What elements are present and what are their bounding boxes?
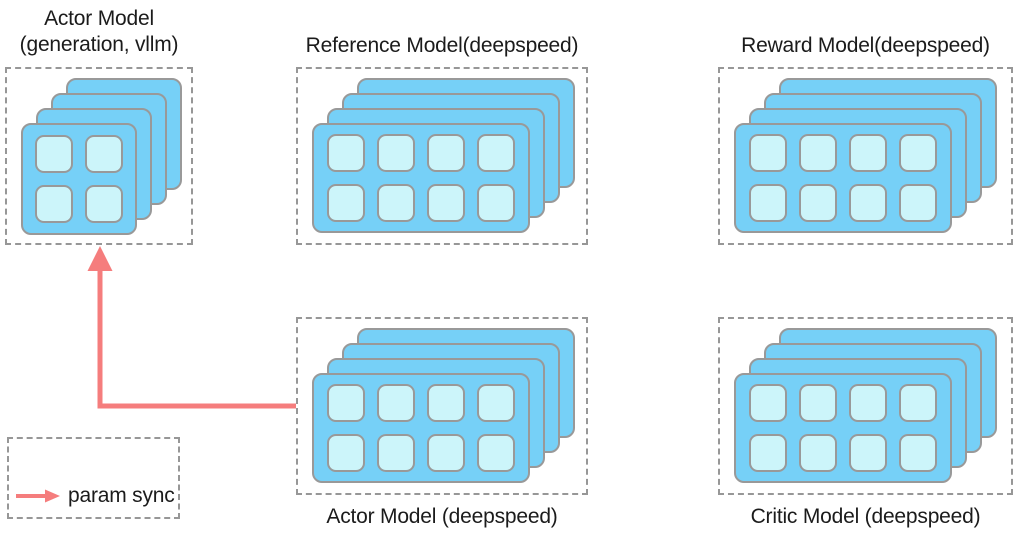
param-sync-arrow-icon — [16, 489, 60, 503]
gpu-chip — [427, 434, 465, 472]
gpu-card — [312, 123, 530, 233]
gpu-chip — [749, 134, 787, 172]
gpu-chip — [477, 134, 515, 172]
param-sync-arrowhead — [87, 246, 113, 271]
model-title-critic: Critic Model (deepspeed) — [750, 505, 981, 528]
gpu-chip — [85, 135, 123, 173]
gpu-cluster-box-actor-deepspeed — [296, 317, 588, 495]
model-title-reference: Reference Model(deepspeed) — [305, 34, 579, 57]
gpu-chip — [849, 134, 887, 172]
gpu-card — [312, 373, 530, 483]
gpu-chip — [749, 184, 787, 222]
gpu-chip — [377, 134, 415, 172]
gpu-cluster-box-reference — [296, 67, 588, 245]
gpu-chip — [749, 434, 787, 472]
param-sync-arrow-line — [97, 268, 296, 409]
gpu-chip — [899, 434, 937, 472]
gpu-chip — [849, 384, 887, 422]
gpu-chip — [427, 134, 465, 172]
gpu-chip — [427, 184, 465, 222]
gpu-card-stack-reference — [296, 67, 588, 245]
gpu-chip — [749, 384, 787, 422]
gpu-chip — [849, 434, 887, 472]
gpu-grid — [736, 125, 950, 231]
gpu-chip — [799, 384, 837, 422]
gpu-card-stack-reward — [718, 67, 1013, 245]
model-title-reward: Reward Model(deepspeed) — [741, 34, 990, 57]
gpu-grid — [736, 375, 950, 481]
gpu-grid — [314, 375, 528, 481]
gpu-card-stack-actor-generation — [5, 67, 193, 245]
gpu-grid — [23, 125, 135, 233]
gpu-chip — [327, 184, 365, 222]
gpu-chip — [899, 384, 937, 422]
gpu-chip — [477, 184, 515, 222]
gpu-card-stack-actor-deepspeed — [296, 317, 588, 495]
gpu-cluster-box-critic — [718, 317, 1013, 495]
gpu-chip — [377, 434, 415, 472]
gpu-cluster-box-actor-generation — [5, 67, 193, 245]
gpu-chip — [799, 184, 837, 222]
model-title-actor-deepspeed: Actor Model (deepspeed) — [326, 505, 558, 528]
gpu-chip — [427, 384, 465, 422]
gpu-chip — [327, 434, 365, 472]
gpu-chip — [849, 184, 887, 222]
gpu-chip — [899, 134, 937, 172]
gpu-chip — [35, 185, 73, 223]
gpu-card — [21, 123, 137, 235]
gpu-chip — [477, 384, 515, 422]
gpu-chip — [327, 134, 365, 172]
gpu-chip — [899, 184, 937, 222]
model-title-actor-generation: Actor Model (generation, vllm) — [0, 6, 202, 58]
gpu-chip — [799, 134, 837, 172]
gpu-chip — [327, 384, 365, 422]
gpu-chip — [377, 184, 415, 222]
model-title-line1: Actor Model — [44, 7, 154, 30]
gpu-chip — [477, 434, 515, 472]
legend-item-param-sync: param sync — [15, 484, 175, 508]
gpu-card — [734, 123, 952, 233]
gpu-card-stack-critic — [718, 317, 1013, 495]
gpu-cluster-box-reward — [718, 67, 1013, 245]
gpu-chip — [85, 185, 123, 223]
model-title-line2: (generation, vllm) — [19, 33, 179, 56]
legend-label: param sync — [68, 484, 175, 507]
gpu-grid — [314, 125, 528, 231]
legend-box: param sync — [7, 437, 180, 519]
gpu-card — [734, 373, 952, 483]
gpu-chip — [35, 135, 73, 173]
gpu-chip — [799, 434, 837, 472]
gpu-chip — [377, 384, 415, 422]
